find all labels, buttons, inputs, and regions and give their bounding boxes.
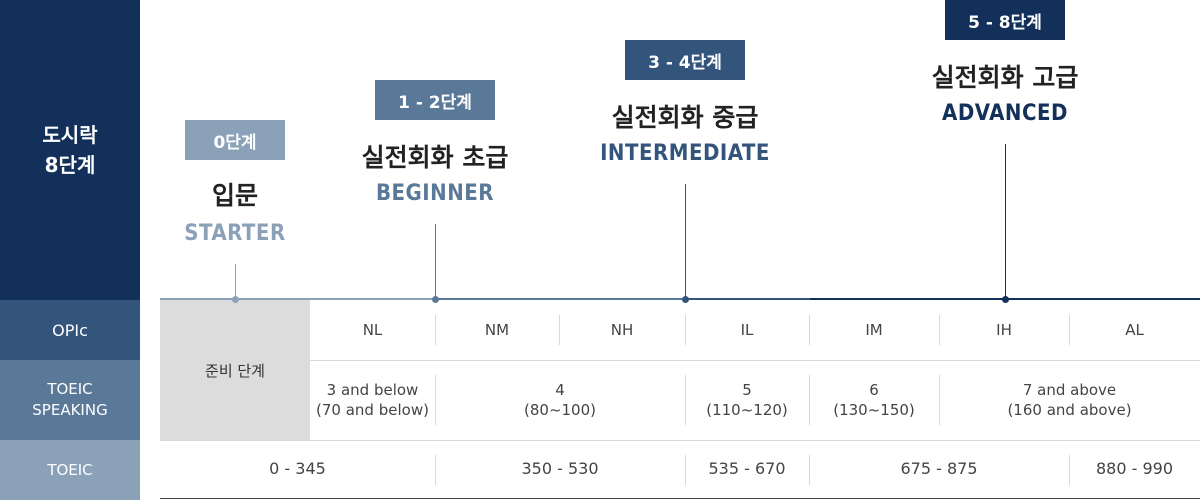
cell-divider (939, 315, 940, 345)
table-bottom-line (160, 498, 1200, 499)
opic-cell: IL (740, 321, 754, 339)
toeic-cell: 535 - 670 (708, 459, 786, 478)
stage-stem-beginner (435, 224, 436, 298)
stage-stem-starter (235, 264, 236, 298)
stage-title-advanced: 실전회화 고급 (931, 63, 1079, 92)
toeic-speaking-cell: 3 and below(70 and below) (316, 381, 429, 419)
axis-segment-starter (160, 298, 435, 300)
stage-dot-beginner (432, 296, 439, 303)
stage-stem-intermediate (685, 184, 686, 298)
cell-divider (1069, 455, 1070, 485)
opic-cell: AL (1125, 321, 1144, 339)
toeic-speaking-cell: 6(130~150) (833, 381, 915, 419)
opic-cell: NM (484, 321, 510, 339)
cell-divider (435, 375, 436, 425)
toeic-speaking-cell: 7 and above(160 and above) (1007, 381, 1132, 419)
stage-dot-intermediate (682, 296, 689, 303)
axis-segment-intermediate (685, 298, 810, 300)
toeic-cell: 880 - 990 (1095, 459, 1174, 478)
opic-cell: IM (865, 321, 883, 339)
cell-divider (809, 315, 810, 345)
cell-divider (685, 315, 686, 345)
cell-divider (435, 455, 436, 485)
stage-badge-intermediate: 3 - 4단계 (625, 40, 745, 80)
cell-divider (559, 315, 560, 345)
toeic-speaking-cell: 5(110~120) (706, 381, 788, 419)
stage-badge-beginner: 1 - 2단계 (375, 80, 495, 120)
stage-dot-starter (232, 296, 239, 303)
stage-title-intermediate: 실전회화 중급 (611, 103, 759, 132)
cell-divider (809, 455, 810, 485)
stage-stem-advanced (1005, 144, 1006, 298)
toeic-cell: 0 - 345 (269, 459, 326, 478)
cell-divider (809, 375, 810, 425)
cell-divider (1069, 315, 1070, 345)
axis-segment-beginner (435, 298, 685, 300)
stage-subtitle-starter: STARTER (184, 221, 286, 246)
row-label-toeic: TOEIC (0, 440, 140, 500)
row-label-opic: OPIc (0, 300, 140, 360)
cell-divider (939, 375, 940, 425)
toeic-cell: 675 - 875 (900, 459, 978, 478)
stage-subtitle-advanced: ADVANCED (942, 101, 1068, 126)
stage-title-beginner: 실전회화 초급 (361, 143, 509, 172)
grid-line (310, 360, 1200, 361)
stage-badge-starter: 0단계 (185, 120, 285, 160)
cell-divider (435, 315, 436, 345)
opic-cell: IH (996, 321, 1012, 339)
stage-subtitle-beginner: BEGINNER (375, 181, 495, 206)
toeic-speaking-cell: 4(80~100) (524, 381, 596, 419)
stage-badge-advanced: 5 - 8단계 (945, 0, 1065, 40)
prep-stage-cell: 준비 단계 (160, 300, 310, 440)
grid-line (160, 440, 1200, 441)
opic-cell: NH (610, 321, 634, 339)
stage-subtitle-intermediate: INTERMEDIATE (600, 141, 770, 166)
stage-title-starter: 입문 (211, 181, 258, 210)
stage-dot-advanced (1002, 296, 1009, 303)
cell-divider (685, 375, 686, 425)
toeic-cell: 350 - 530 (521, 459, 599, 478)
cell-divider (685, 455, 686, 485)
opic-cell: NL (362, 321, 383, 339)
